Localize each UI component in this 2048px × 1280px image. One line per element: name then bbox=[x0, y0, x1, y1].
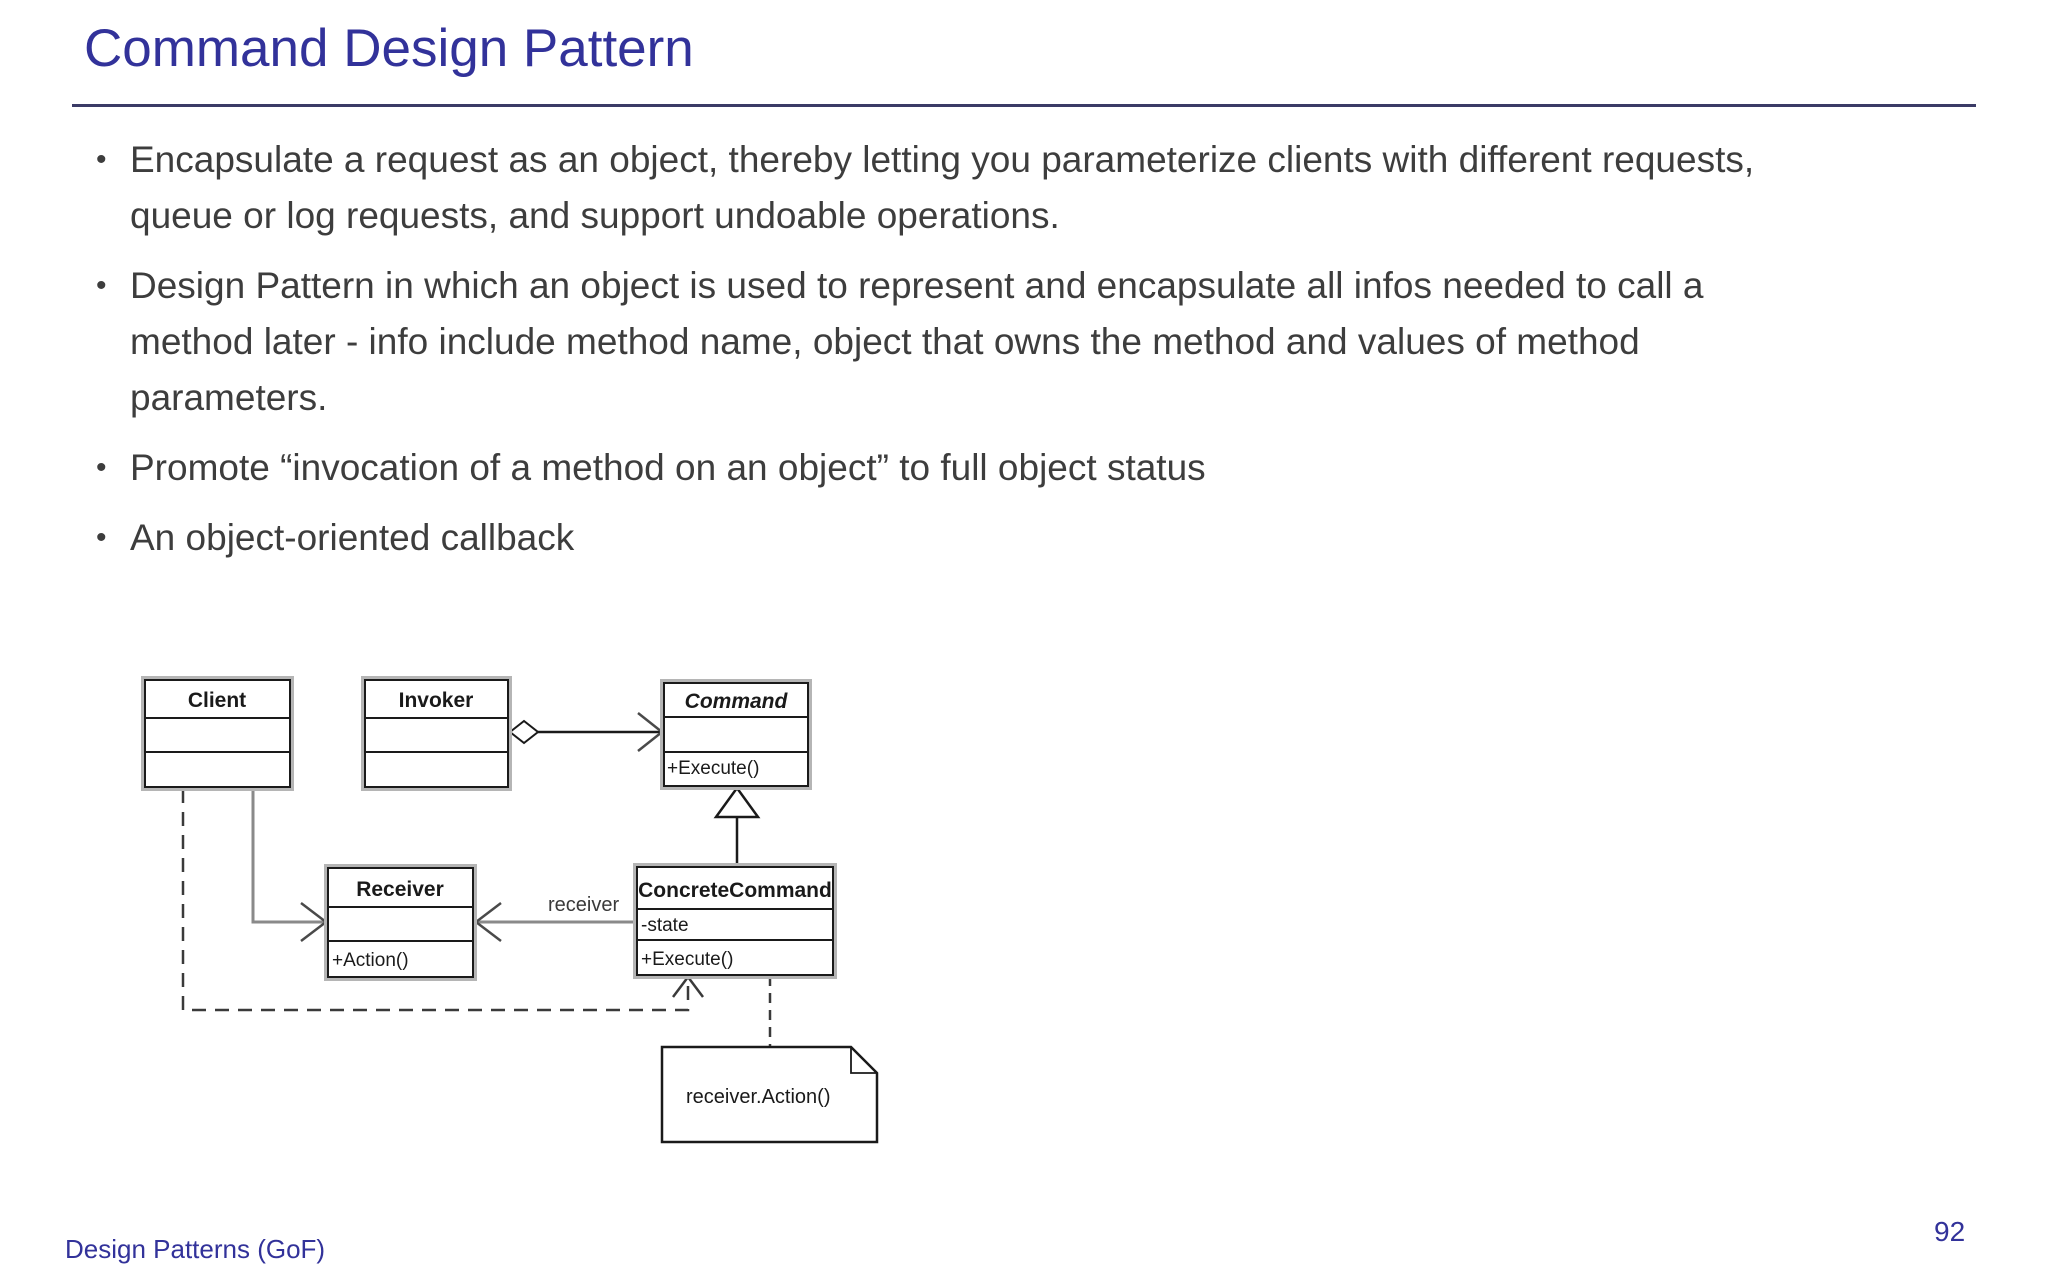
bullet-icon: • bbox=[96, 521, 107, 554]
class-box-command: Command +Execute() bbox=[660, 679, 812, 790]
class-box-client: Client bbox=[141, 676, 294, 791]
inheritance-arrow bbox=[713, 785, 761, 867]
client-receiver-association bbox=[251, 787, 329, 942]
footer-text: Design Patterns (GoF) bbox=[65, 1234, 326, 1264]
class-name: Invoker bbox=[399, 689, 474, 712]
list-item: An object-oriented callback • An object-… bbox=[72, 510, 1852, 566]
class-method: +Execute() bbox=[667, 758, 759, 779]
bullet-icon: • bbox=[96, 269, 107, 302]
bullet-text: An object-oriented callback bbox=[130, 517, 575, 558]
list-item: • Design Pattern in which an object is u… bbox=[72, 258, 1852, 426]
class-method: +Execute() bbox=[641, 949, 733, 970]
bullet-icon: • bbox=[96, 451, 107, 484]
class-box-invoker: Invoker bbox=[361, 676, 512, 791]
class-name: Command bbox=[685, 690, 789, 713]
invoker-command-aggregation bbox=[508, 712, 665, 752]
title-rule bbox=[72, 104, 1976, 107]
class-attribute: -state bbox=[641, 915, 689, 936]
concretecommand-receiver-association: receiver bbox=[473, 894, 637, 942]
class-name: ConcreteCommand bbox=[638, 879, 832, 902]
bullet-icon: • bbox=[96, 143, 107, 176]
class-box-concretecommand: ConcreteCommand -state +Execute() bbox=[633, 863, 837, 979]
association-label: receiver bbox=[548, 894, 619, 916]
class-box-receiver: Receiver +Action() bbox=[324, 864, 477, 981]
bullet-list: • Encapsulate a request as an object, th… bbox=[72, 132, 1852, 566]
class-name: Receiver bbox=[356, 878, 444, 901]
note-text: receiver.Action() bbox=[686, 1086, 831, 1108]
page-title: Command Design Pattern bbox=[84, 19, 694, 78]
class-method: +Action() bbox=[332, 950, 409, 971]
bullet-text: Design Pattern in which an object is use… bbox=[130, 265, 1704, 418]
bullet-text: Promote “invocation of a method on an ob… bbox=[130, 447, 1206, 488]
class-name: Client bbox=[188, 689, 246, 712]
list-item: • Promote “invocation of a method on an … bbox=[72, 440, 1852, 496]
bullet-text: Encapsulate a request as an object, ther… bbox=[130, 139, 1755, 236]
list-item: • Encapsulate a request as an object, th… bbox=[72, 132, 1852, 244]
uml-note: receiver.Action() bbox=[660, 1045, 879, 1144]
page-number: 92 bbox=[1934, 1216, 1966, 1247]
